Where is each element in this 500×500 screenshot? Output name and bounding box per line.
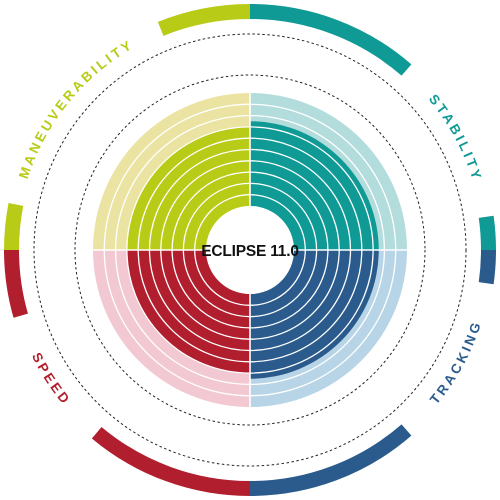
outer-arc-stability [249,4,412,76]
outer-arc-stability [478,215,496,251]
category-label-stability: STABILITY [426,92,485,184]
quadrant-bar-stability [250,121,379,250]
outer-arc-tracking [478,249,496,285]
outer-arc-tracking [249,424,412,496]
category-label-maneuverability: MANEUVERABILITY [16,36,137,180]
scale-rings [92,92,408,408]
center-hub: ECLIPSE 11.0 [201,206,299,294]
dashed-guide-rings [33,33,467,467]
outer-arc-speed [91,426,251,496]
category-outer-arcs [4,4,496,496]
outer-arc-maneuverability [157,4,251,36]
quadrant-bar-speed [126,250,250,374]
category-label-tracking: TRACKING [427,318,484,407]
quadrant-bar-tracking [250,250,379,379]
quadrant-bar-maneuverability [126,126,250,250]
center-title: ECLIPSE 11.0 [201,243,299,260]
category-label-speed: SPEED [29,350,74,408]
outer-arc-speed [4,249,28,318]
outer-arc-maneuverability [4,203,24,251]
dashed-ring [33,33,467,467]
dashed-ring [74,74,426,426]
